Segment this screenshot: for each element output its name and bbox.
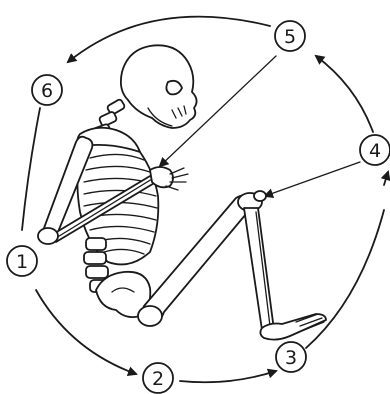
marker-6: 6 — [32, 75, 62, 105]
skull-eye-socket — [166, 81, 182, 95]
marker-2-label: 2 — [152, 368, 164, 390]
marker-6-label: 6 — [41, 80, 53, 102]
marker-4-label: 4 — [369, 140, 381, 162]
hip-joint — [138, 306, 162, 326]
arc-4-to-5 — [316, 56, 373, 132]
arc-2-to-3 — [180, 371, 276, 382]
marker-1-label: 1 — [16, 251, 28, 273]
skeleton — [38, 45, 326, 339]
marker-5-label: 5 — [284, 26, 296, 48]
marker-4: 4 — [360, 135, 390, 165]
skull — [121, 45, 197, 128]
arc-6-to-1 — [22, 108, 40, 230]
tibia — [244, 208, 274, 330]
cycle-arcs — [22, 17, 388, 383]
elbow — [38, 228, 58, 244]
arc-3-to-4 — [306, 210, 384, 348]
marker-5: 5 — [275, 21, 305, 51]
marker-3-label: 3 — [285, 347, 297, 369]
leader-4 — [265, 162, 360, 196]
marker-1: 1 — [7, 246, 37, 276]
marker-2: 2 — [143, 363, 173, 393]
arc-4-tick — [384, 172, 388, 185]
patella — [254, 191, 266, 201]
marker-3: 3 — [276, 342, 306, 372]
